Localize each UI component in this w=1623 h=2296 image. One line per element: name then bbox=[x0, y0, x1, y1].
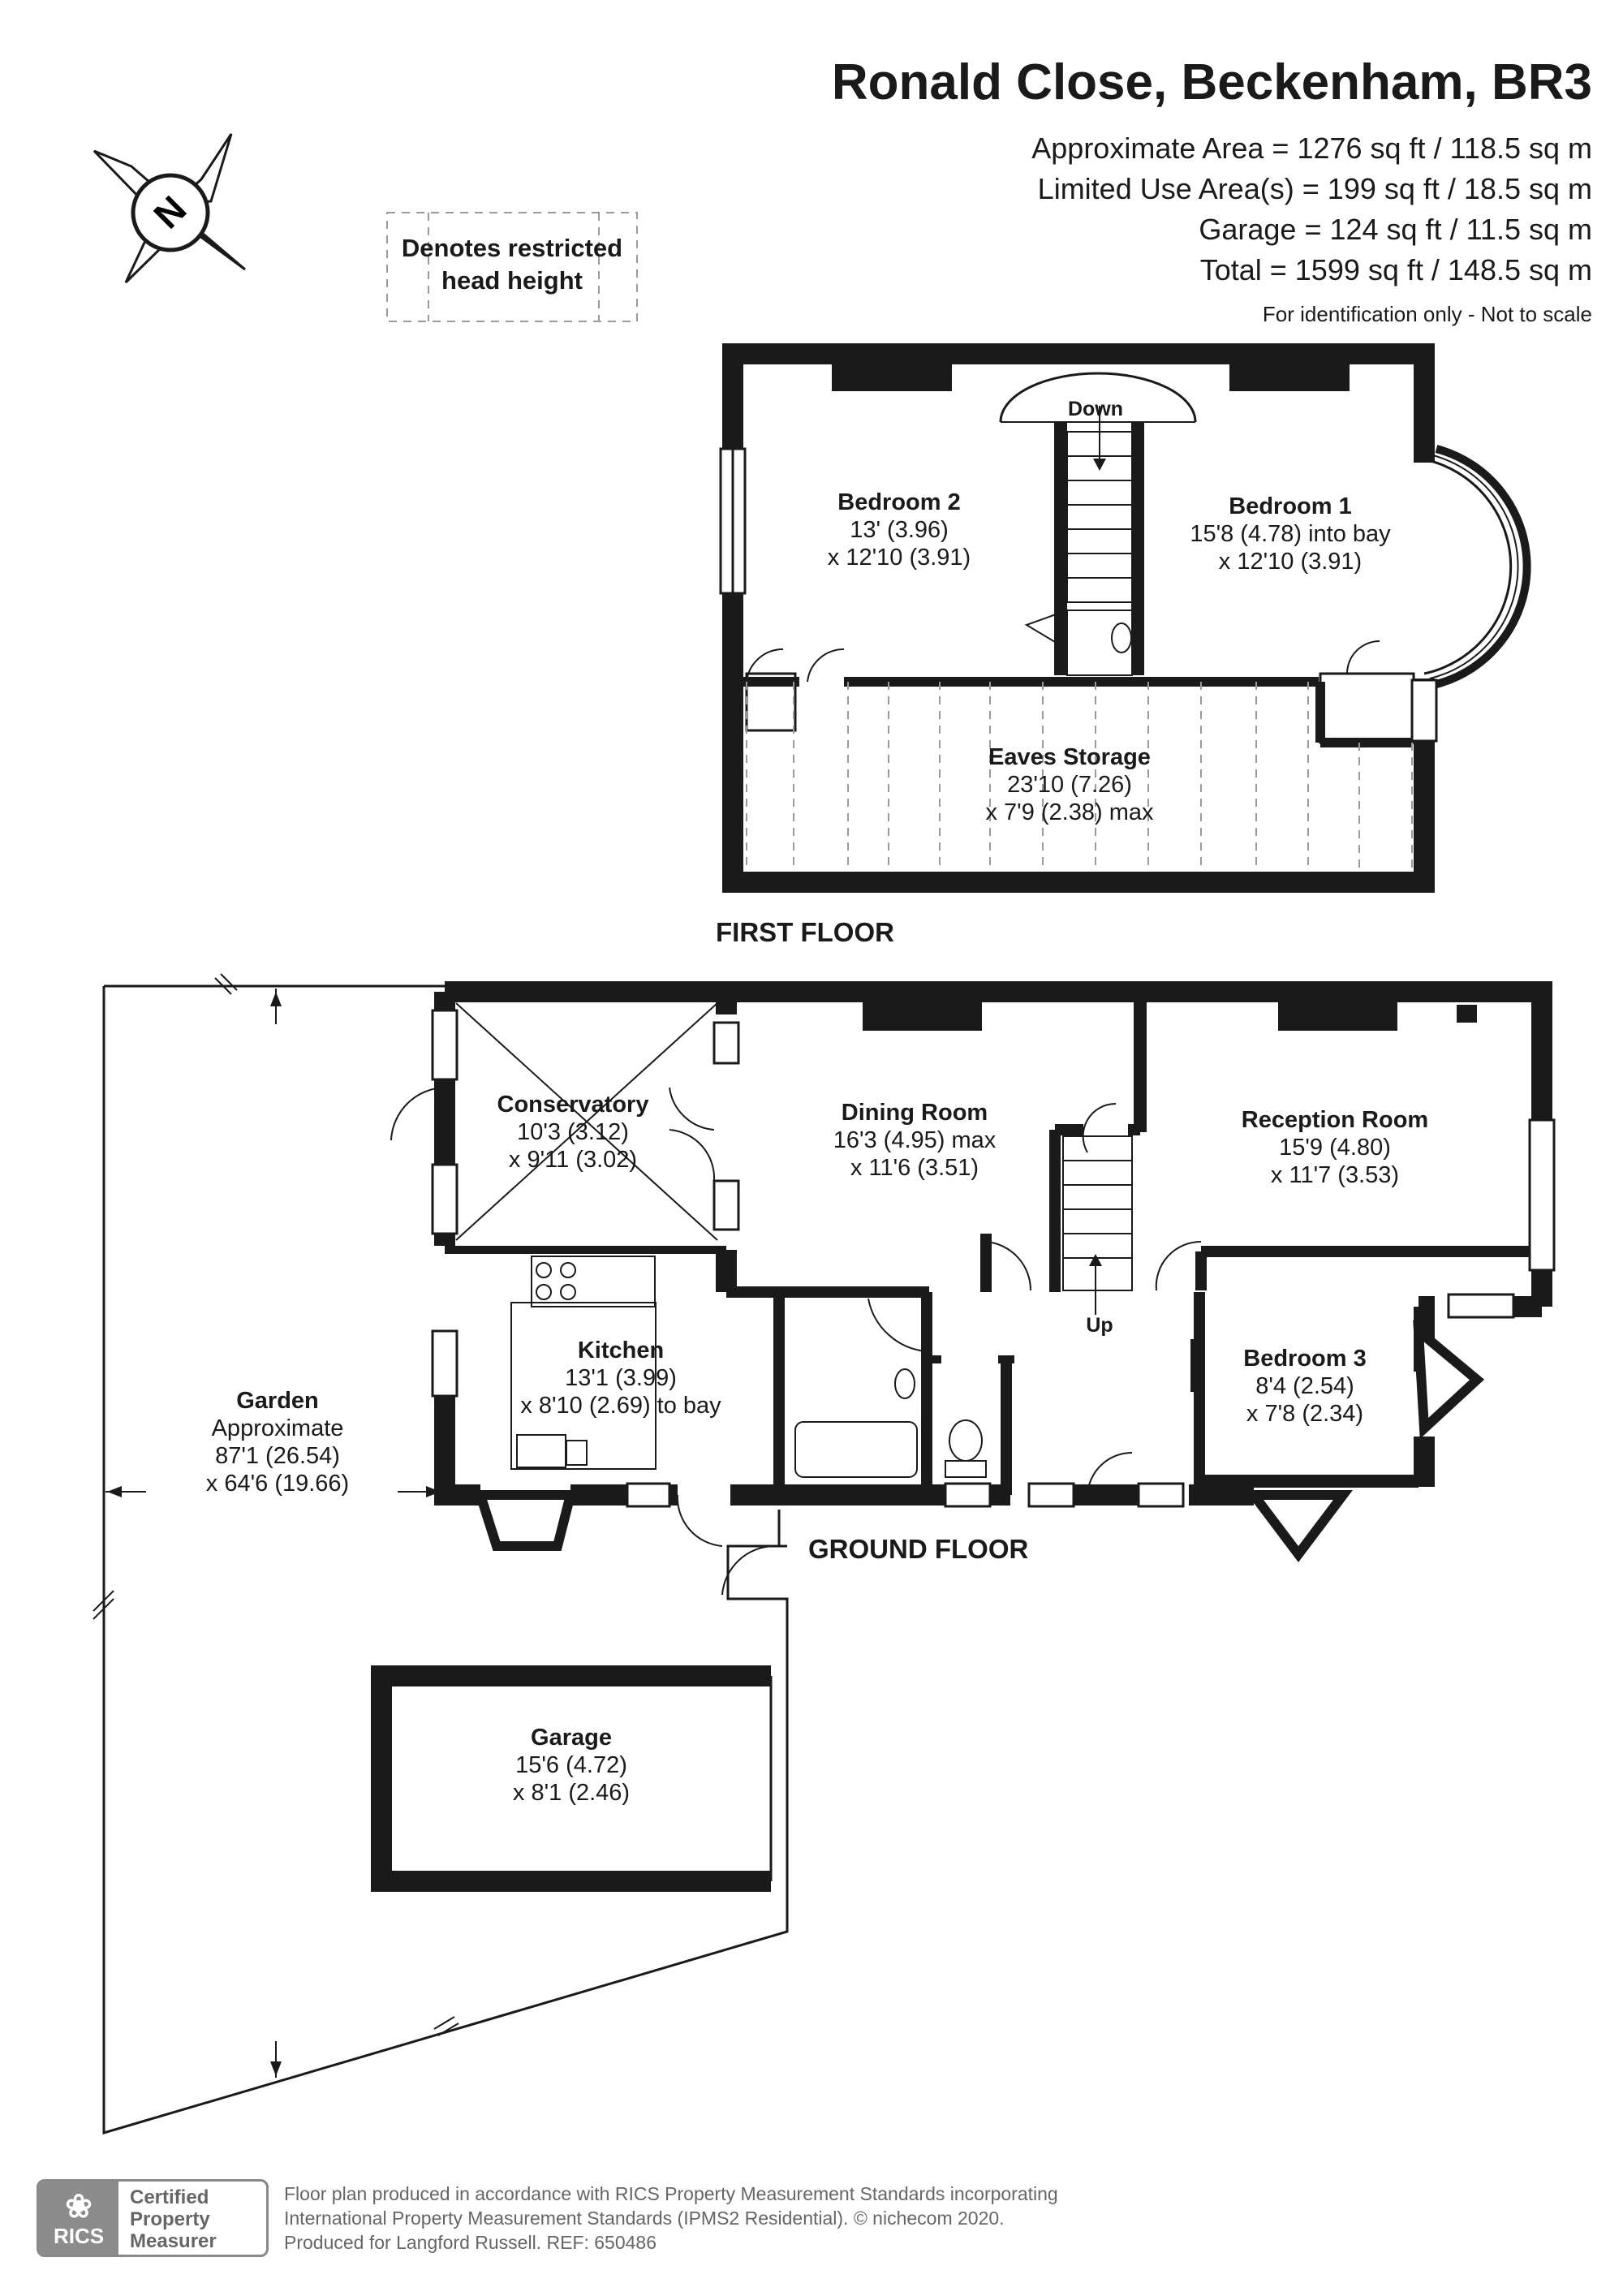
svg-text:Reception Room: Reception Room bbox=[1242, 1107, 1428, 1133]
rics-org-label: RICS bbox=[53, 2224, 105, 2248]
svg-text:Bedroom 3: Bedroom 3 bbox=[1243, 1346, 1366, 1372]
svg-text:x 11'6 (3.51): x 11'6 (3.51) bbox=[850, 1155, 979, 1181]
room-label-dining-room: Dining Room 16'3 (4.95) max x 11'6 (3.51… bbox=[833, 1100, 997, 1181]
legend-line-2: head height bbox=[441, 266, 583, 295]
room-label-conservatory: Conservatory 10'3 (3.12) x 9'11 (3.02) bbox=[497, 1092, 649, 1173]
room-label-garden: Garden Approximate 87'1 (26.54) x 64'6 (… bbox=[206, 1388, 349, 1497]
garage-area: Garage = 124 sq ft / 11.5 sq m bbox=[1199, 213, 1592, 246]
restricted-head-height-legend: Denotes restricted head height bbox=[384, 209, 640, 321]
footer-line-2: International Property Measurement Stand… bbox=[284, 2208, 1005, 2229]
garage-building bbox=[371, 1665, 773, 1892]
svg-text:Dining Room: Dining Room bbox=[842, 1100, 988, 1126]
ground-floor-label: GROUND FLOOR bbox=[808, 1534, 1028, 1564]
identification-note: For identification only - Not to scale bbox=[1262, 302, 1592, 326]
room-label-kitchen: Kitchen 13'1 (3.99) x 8'10 (2.69) to bay bbox=[520, 1338, 721, 1419]
footer-line-1: Floor plan produced in accordance with R… bbox=[284, 2183, 1058, 2204]
ground-floor-plan bbox=[390, 981, 1556, 1596]
total-area: Total = 1599 sq ft / 148.5 sq m bbox=[1199, 253, 1592, 286]
garden-boundary bbox=[93, 973, 789, 2135]
approx-area: Approximate Area = 1276 sq ft / 118.5 sq… bbox=[1031, 131, 1592, 165]
svg-text:16'3 (4.95) max: 16'3 (4.95) max bbox=[833, 1127, 997, 1153]
svg-text:10'3 (3.12): 10'3 (3.12) bbox=[517, 1119, 629, 1145]
svg-text:15'9 (4.80): 15'9 (4.80) bbox=[1279, 1135, 1391, 1161]
svg-text:23'10 (7.26): 23'10 (7.26) bbox=[1007, 772, 1132, 798]
legend-line-1: Denotes restricted bbox=[401, 234, 623, 262]
first-floor-label: FIRST FLOOR bbox=[716, 917, 894, 947]
ground-floor-stairs bbox=[1062, 1135, 1133, 1315]
svg-text:Garden: Garden bbox=[236, 1388, 319, 1414]
stairs-down-label: Down bbox=[1068, 398, 1123, 420]
svg-text:x 8'10 (2.69) to bay: x 8'10 (2.69) to bay bbox=[520, 1393, 721, 1419]
rics-certification-badge: ❀ RICS Certified Property Measurer bbox=[37, 2179, 269, 2257]
svg-text:x 11'7 (3.53): x 11'7 (3.53) bbox=[1271, 1162, 1399, 1188]
svg-text:Garage: Garage bbox=[531, 1725, 612, 1751]
svg-text:Kitchen: Kitchen bbox=[578, 1338, 664, 1363]
svg-text:x 7'8 (2.34): x 7'8 (2.34) bbox=[1246, 1401, 1363, 1427]
first-floor-stairs bbox=[1066, 406, 1133, 603]
eaves-restricted-area bbox=[746, 682, 1413, 871]
svg-text:Bedroom 2: Bedroom 2 bbox=[837, 489, 960, 515]
restricted-legend-box bbox=[386, 212, 638, 322]
svg-text:Conservatory: Conservatory bbox=[497, 1092, 649, 1118]
svg-text:x 12'10 (3.91): x 12'10 (3.91) bbox=[1219, 549, 1362, 575]
svg-text:Approximate: Approximate bbox=[212, 1415, 344, 1441]
room-label-bedroom-2: Bedroom 2 13' (3.96) x 12'10 (3.91) bbox=[828, 489, 971, 571]
svg-text:Eaves Storage: Eaves Storage bbox=[988, 744, 1151, 770]
room-label-bedroom-1: Bedroom 1 15'8 (4.78) into bay x 12'10 (… bbox=[1190, 493, 1391, 575]
rics-logo: ❀ RICS bbox=[39, 2182, 118, 2255]
measurer-line: Measurer bbox=[130, 2230, 217, 2252]
property-title: Ronald Close, Beckenham, BR3 bbox=[831, 54, 1592, 110]
property-line: Property bbox=[130, 2208, 210, 2230]
svg-text:8'4 (2.54): 8'4 (2.54) bbox=[1255, 1373, 1354, 1399]
svg-text:87'1 (26.54): 87'1 (26.54) bbox=[215, 1443, 340, 1469]
compass-icon: N bbox=[93, 133, 246, 284]
certified-measurer-label: Certified Property Measurer bbox=[130, 2186, 217, 2252]
svg-text:x 7'9 (2.38) max: x 7'9 (2.38) max bbox=[985, 799, 1154, 825]
svg-text:15'6 (4.72): 15'6 (4.72) bbox=[515, 1752, 627, 1778]
stairs-up-label: Up bbox=[1086, 1314, 1113, 1337]
first-floor-plan bbox=[719, 343, 1531, 893]
svg-text:x 8'1 (2.46): x 8'1 (2.46) bbox=[513, 1780, 630, 1806]
svg-text:13'1 (3.99): 13'1 (3.99) bbox=[565, 1365, 677, 1391]
room-label-garage: Garage 15'6 (4.72) x 8'1 (2.46) bbox=[513, 1725, 630, 1806]
svg-text:Bedroom 1: Bedroom 1 bbox=[1229, 493, 1351, 519]
rics-emblem-icon: ❀ bbox=[65, 2189, 93, 2225]
footer-line-3: Produced for Langford Russell. REF: 6504… bbox=[284, 2232, 657, 2253]
certified-line: Certified bbox=[130, 2186, 209, 2208]
room-label-bedroom-3: Bedroom 3 8'4 (2.54) x 7'8 (2.34) bbox=[1243, 1346, 1366, 1427]
svg-text:15'8 (4.78) into bay: 15'8 (4.78) into bay bbox=[1190, 521, 1391, 547]
svg-text:13' (3.96): 13' (3.96) bbox=[850, 517, 949, 543]
limited-use-area: Limited Use Area(s) = 199 sq ft / 18.5 s… bbox=[1037, 172, 1592, 205]
room-label-eaves-storage: Eaves Storage 23'10 (7.26) x 7'9 (2.38) … bbox=[985, 744, 1154, 825]
svg-text:x 9'11 (3.02): x 9'11 (3.02) bbox=[509, 1147, 637, 1173]
footer-credits: Floor plan produced in accordance with R… bbox=[284, 2182, 1058, 2255]
svg-text:x 12'10 (3.91): x 12'10 (3.91) bbox=[828, 545, 971, 571]
svg-text:x 64'6 (19.66): x 64'6 (19.66) bbox=[206, 1471, 349, 1497]
room-label-reception-room: Reception Room 15'9 (4.80) x 11'7 (3.53) bbox=[1242, 1107, 1428, 1188]
